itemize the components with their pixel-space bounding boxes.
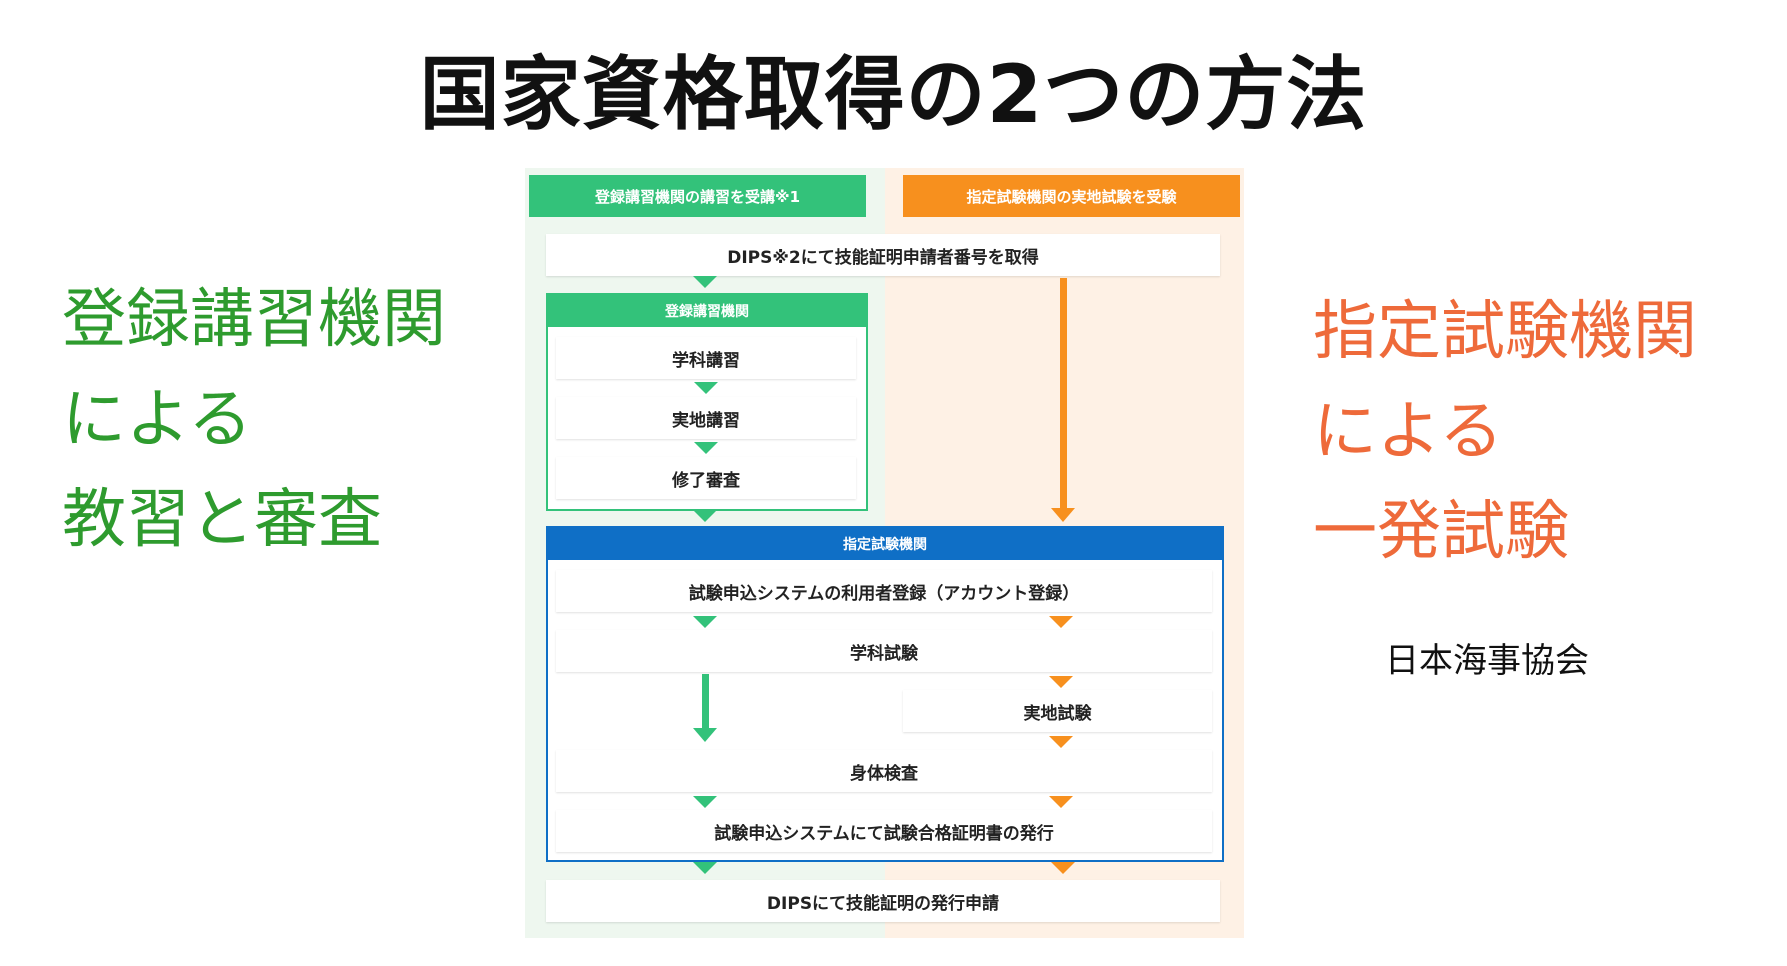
arrow-down-icon bbox=[693, 796, 717, 808]
step-practical-exam: 実地試験 bbox=[903, 690, 1212, 732]
organization-name: 日本海事協会 bbox=[1385, 641, 1589, 681]
arrow-down-icon bbox=[693, 276, 717, 288]
arrow-down-icon bbox=[1051, 508, 1075, 522]
panel-title: 登録講習機関 bbox=[548, 295, 866, 327]
step-dips-issuance: DIPSにて技能証明の発行申請 bbox=[546, 880, 1220, 922]
caption-line: 教習と審査 bbox=[62, 483, 382, 557]
caption-line: 登録講習機関 bbox=[62, 283, 446, 357]
designated-exam-caption: 指定試験機関 による 一発試験 bbox=[1313, 282, 1697, 582]
step-practical-course: 実地講習 bbox=[556, 397, 856, 439]
arrow-down-icon bbox=[694, 382, 718, 394]
registered-training-panel: 登録講習機関 学科講習 実地講習 修了審査 bbox=[546, 293, 868, 511]
arrow-down-icon bbox=[694, 442, 718, 454]
panel-title: 指定試験機関 bbox=[548, 528, 1222, 560]
step-physical-exam: 身体検査 bbox=[556, 750, 1212, 792]
registered-training-caption: 登録講習機関 による 教習と審査 bbox=[62, 270, 446, 570]
arrow-down-icon bbox=[693, 616, 717, 628]
step-written-exam: 学科試験 bbox=[556, 630, 1212, 672]
green-path-line bbox=[702, 674, 709, 730]
orange-path-line bbox=[1060, 278, 1067, 508]
flow-chart: 登録講習機関の講習を受講※1 指定試験機関の実地試験を受験 DIPS※2にて技能… bbox=[525, 168, 1244, 938]
arrow-down-icon bbox=[693, 510, 717, 522]
arrow-down-icon bbox=[1049, 616, 1073, 628]
header-designated-exam: 指定試験機関の実地試験を受験 bbox=[903, 175, 1240, 217]
designated-exam-panel: 指定試験機関 試験申込システムの利用者登録（アカウント登録） 学科試験 実地試験… bbox=[546, 526, 1224, 862]
caption-line: 指定試験機関 bbox=[1313, 295, 1697, 369]
step-completion-review: 修了審査 bbox=[556, 457, 856, 499]
arrow-down-icon bbox=[1049, 676, 1073, 688]
arrow-down-icon bbox=[1049, 796, 1073, 808]
step-pass-certificate: 試験申込システムにて試験合格証明書の発行 bbox=[556, 810, 1212, 852]
page-title: 国家資格取得の2つの方法 bbox=[419, 48, 1368, 141]
step-dips-register: DIPS※2にて技能証明申請者番号を取得 bbox=[546, 234, 1220, 276]
step-academic-course: 学科講習 bbox=[556, 337, 856, 379]
caption-line: による bbox=[1313, 395, 1504, 469]
caption-line: による bbox=[62, 383, 253, 457]
arrow-down-icon bbox=[693, 862, 717, 874]
arrow-down-icon bbox=[1049, 736, 1073, 748]
arrow-down-icon bbox=[693, 728, 717, 742]
header-registered-training: 登録講習機関の講習を受講※1 bbox=[529, 175, 866, 217]
arrow-down-icon bbox=[1051, 862, 1075, 874]
step-account-registration: 試験申込システムの利用者登録（アカウント登録） bbox=[556, 570, 1212, 612]
caption-line: 一発試験 bbox=[1313, 495, 1569, 569]
